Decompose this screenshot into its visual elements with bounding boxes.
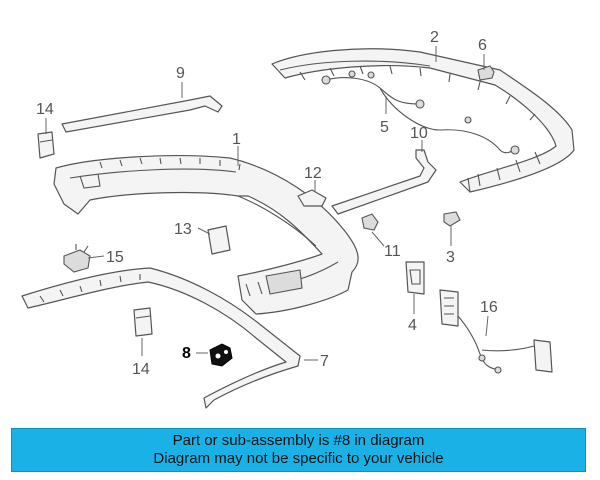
part-14-bracket-upper <box>37 131 55 159</box>
callouts: 1 2 3 4 5 6 7 8 9 10 11 12 13 14 14 15 1… <box>36 29 498 378</box>
part-4-sensor-bracket <box>405 261 425 295</box>
parts-diagram: 1 2 3 4 5 6 7 8 9 10 11 12 13 14 14 15 1… <box>21 29 575 409</box>
callout-10: 10 <box>410 125 428 142</box>
part-13-bracket <box>207 225 231 255</box>
part-14-bracket-lower <box>133 307 153 337</box>
callout-12: 12 <box>304 165 322 182</box>
callout-4: 4 <box>408 317 417 334</box>
callout-9: 9 <box>176 65 185 82</box>
callout-1: 1 <box>232 131 241 148</box>
callout-14-lower: 14 <box>132 361 150 378</box>
part-10-side-trim <box>331 149 437 215</box>
part-15-connector <box>63 244 91 273</box>
callout-15: 15 <box>106 249 124 266</box>
callout-2: 2 <box>430 29 439 46</box>
callout-14-upper: 14 <box>36 101 54 118</box>
info-banner: Part or sub-assembly is #8 in diagram Di… <box>11 428 586 472</box>
part-1-bumper-cover <box>53 155 359 315</box>
part-12-clip <box>297 189 327 207</box>
part-6-cap <box>477 65 495 81</box>
part-16-sensor-wiring <box>439 289 553 374</box>
part-8-highlighted[interactable] <box>209 343 233 367</box>
banner-line-1: Part or sub-assembly is #8 in diagram <box>172 432 425 449</box>
leader-lines <box>45 46 489 361</box>
callout-13: 13 <box>174 221 192 238</box>
part-7-lower-trim <box>21 267 301 409</box>
part-2-bumper-absorber <box>271 48 575 193</box>
part-11-clip <box>361 213 379 231</box>
callout-16: 16 <box>480 299 498 316</box>
callout-3: 3 <box>446 249 455 266</box>
callout-6: 6 <box>478 37 487 54</box>
part-5-wiring-harness <box>321 70 520 155</box>
callout-11: 11 <box>384 243 401 260</box>
part-3-fastener <box>443 211 461 227</box>
callout-7: 7 <box>320 353 329 370</box>
banner-line-2: Diagram may not be specific to your vehi… <box>153 450 444 467</box>
part-9-trim-strip <box>61 95 223 133</box>
callout-8: 8 <box>182 345 191 362</box>
callout-5: 5 <box>380 119 389 136</box>
